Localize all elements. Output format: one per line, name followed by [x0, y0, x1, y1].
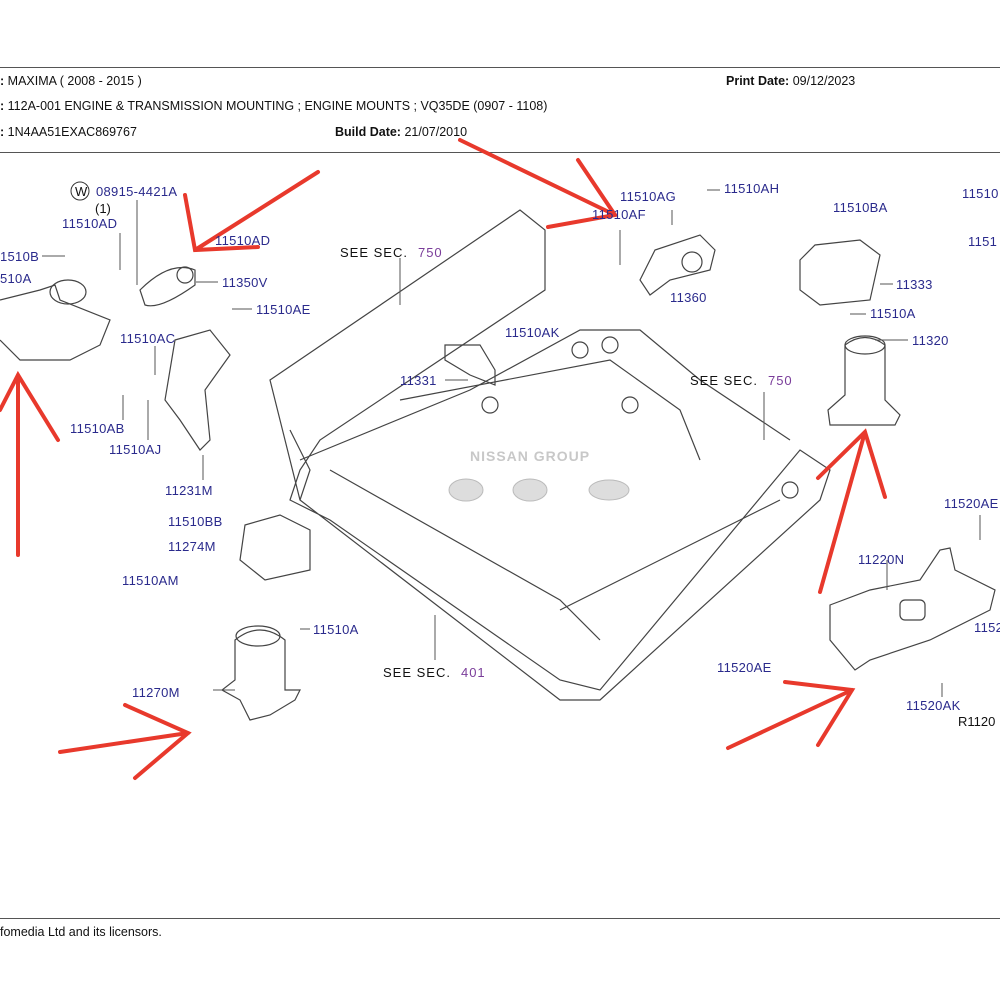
brand-logos: [448, 478, 630, 502]
label-11231M[interactable]: 11231M: [165, 483, 213, 498]
arrow-right: [816, 428, 887, 594]
label-11510-r1[interactable]: 11510: [962, 186, 999, 201]
w-quantity: (1): [95, 201, 111, 216]
label-11510AF[interactable]: 11510AF: [592, 207, 646, 222]
label-11520AK[interactable]: 11520AK: [906, 698, 961, 713]
label-08915-4421A[interactable]: 08915-4421A: [96, 184, 178, 199]
bracket-11331: [444, 344, 496, 386]
label-11510AB[interactable]: 11510AB: [70, 421, 125, 436]
label-11360[interactable]: 11360: [670, 290, 707, 305]
arrow-left: [0, 370, 60, 557]
label-11510A-right[interactable]: 11510A: [870, 306, 916, 321]
label-11510A-mid[interactable]: 11510A: [313, 622, 359, 637]
red-annotation-arrows: [0, 138, 887, 780]
mount-11270M: [220, 629, 301, 721]
see-section-750-b: SEE SEC.750: [690, 373, 793, 388]
label-11274M[interactable]: 11274M: [168, 539, 216, 554]
label-11510AD[interactable]: 11510AD: [62, 216, 118, 231]
arrow-top-left: [183, 170, 320, 253]
label-11331[interactable]: 11331: [400, 373, 437, 388]
label-11510AJ[interactable]: 11510AJ: [109, 442, 162, 457]
label-11220N[interactable]: 11220N: [858, 552, 905, 567]
subframe: [269, 209, 831, 701]
w-symbol-circle: [70, 181, 90, 201]
print-date: Print Date: 09/12/2023: [726, 74, 856, 88]
label-11510BB[interactable]: 11510BB: [168, 514, 223, 529]
see-section-750-a: SEE SEC.750: [340, 245, 443, 260]
part-drawings: [0, 234, 996, 721]
bracket-11333: [799, 239, 881, 306]
label-11510B[interactable]: 1510B: [0, 249, 40, 264]
label-11520AE-right[interactable]: 11520AE: [944, 496, 999, 511]
figure-ref: R1120: [958, 714, 996, 729]
label-11510AH[interactable]: 11510AH: [724, 181, 780, 196]
copyright-footer: fomedia Ltd and its licensors.: [0, 925, 162, 939]
label-11510BA[interactable]: 11510BA: [833, 200, 888, 215]
mount-11360: [639, 234, 716, 296]
label-11510AD-b[interactable]: 11510AD: [215, 233, 271, 248]
w-symbol: W: [75, 184, 88, 199]
mount-11220N: [829, 547, 996, 671]
build-date: Build Date: 21/07/2010: [335, 125, 468, 139]
leader-lines: [42, 189, 981, 697]
arrow-top-center: [458, 138, 619, 229]
model-row: : MAXIMA ( 2008 - 2015 ): [0, 74, 142, 88]
label-11510AE[interactable]: 11510AE: [256, 302, 311, 317]
label-11320[interactable]: 11320: [912, 333, 949, 348]
see-section-401: SEE SEC.401: [383, 665, 486, 680]
watermark: NISSAN GROUP: [470, 448, 591, 464]
arrow-bottom-left: [58, 703, 192, 780]
label-1151-r2[interactable]: 1151: [968, 234, 998, 249]
header-top-rule: [0, 67, 1000, 68]
label-11510AC[interactable]: 11510AC: [120, 331, 176, 346]
label-11510AK[interactable]: 11510AK: [505, 325, 560, 340]
vin-row: : 1N4AA51EXAC869767: [0, 125, 137, 139]
header-bottom-rule: [0, 152, 1000, 153]
label-11510AG[interactable]: 11510AG: [620, 189, 677, 204]
footer-rule: [0, 918, 1000, 919]
mount-11320: [827, 336, 901, 426]
label-11333[interactable]: 11333: [896, 277, 933, 292]
label-11510AM[interactable]: 11510AM: [122, 573, 179, 588]
left-bracket: [0, 284, 111, 361]
label-11510A-left[interactable]: 510A: [0, 271, 32, 286]
bracket-11274M: [239, 514, 311, 581]
label-1152-right[interactable]: 1152: [974, 620, 1000, 635]
torque-rod-11350V: [139, 266, 196, 307]
bracket-11231M: [164, 329, 231, 451]
label-11270M[interactable]: 11270M: [132, 685, 180, 700]
label-11350V[interactable]: 11350V: [222, 275, 268, 290]
section-row: : 112A-001 ENGINE & TRANSMISSION MOUNTIN…: [0, 99, 548, 113]
arrow-bottom-right: [726, 680, 856, 750]
label-11520AE-left[interactable]: 11520AE: [717, 660, 772, 675]
